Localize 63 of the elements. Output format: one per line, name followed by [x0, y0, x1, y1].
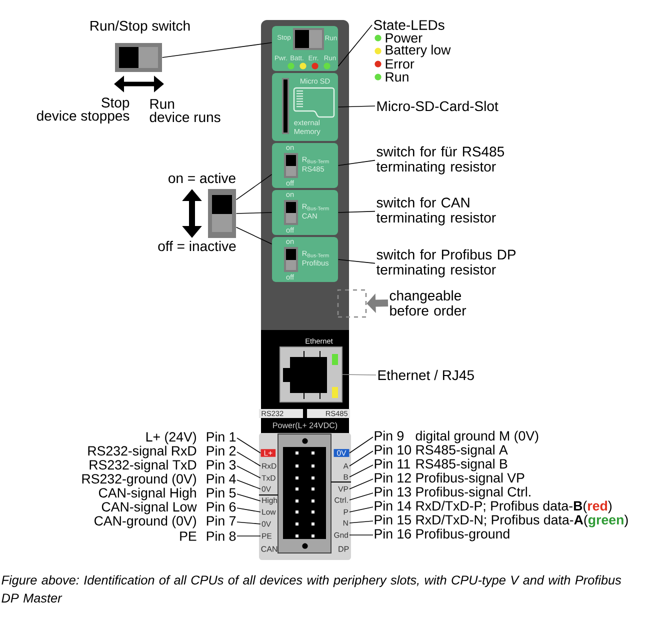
callout-label: Micro-SD-Card-Slot — [377, 100, 498, 112]
connector-label: DP — [338, 546, 349, 552]
leader-line — [349, 450, 374, 466]
leader-line — [236, 522, 261, 524]
leader-line — [338, 106, 376, 108]
legend-label: Battery low — [386, 44, 451, 58]
legend-label: Power — [386, 33, 422, 43]
switch-state-label: on = active — [168, 172, 236, 184]
leader-line — [236, 466, 261, 478]
leader-line — [338, 210, 376, 213]
pin-description: Pin 15 RxD/TxD-N; Profibus data-A(green) — [374, 514, 628, 528]
leader-line — [349, 436, 374, 454]
leader-line — [236, 212, 272, 214]
callout-label: changeable before order — [390, 290, 466, 316]
callout-label: switch for Profibus DP terminating resistor — [376, 249, 516, 278]
connector-label: Power(L+ 24VDC) — [273, 422, 338, 430]
callout-label: Ethernet / RJ45 — [378, 370, 474, 380]
leader-line — [236, 494, 261, 502]
pin-description: L+ (24V) Pin 1 — [146, 432, 236, 444]
leader-line — [349, 478, 374, 490]
heading: Run/Stop switch — [90, 20, 190, 34]
leader-line — [338, 160, 376, 166]
leader-line — [342, 374, 376, 376]
leader-line — [236, 174, 272, 200]
pin-description: CAN-signal High Pin 5 — [98, 488, 236, 500]
leader-line — [236, 480, 261, 490]
pin-description: Pin 13 Profibus-signal Ctrl. — [374, 486, 530, 500]
leader-line — [349, 520, 374, 524]
leader-line — [236, 226, 272, 244]
legend-label: Error — [386, 59, 414, 69]
leader-line — [236, 438, 261, 454]
pin-description: Pin 16 Profibus-ground — [374, 528, 510, 542]
pin-description: RS232-signal TxD Pin 3 — [90, 460, 236, 472]
leader-line — [349, 506, 374, 512]
leader-line — [349, 464, 374, 478]
callout-label: switch for für RS485 terminating resistor — [376, 146, 504, 174]
pin-description: Pin 12 Profibus-signal VP — [374, 472, 524, 486]
dashed-frame — [337, 289, 367, 318]
pin-description: Pin 11 RS485-signal B — [374, 458, 508, 472]
pin-description: RS232-signal RxD Pin 2 — [88, 446, 236, 458]
callout-label: State-LEDs — [374, 20, 444, 30]
switch-position-label: device stoppes — [36, 110, 130, 124]
legend-label: Run — [386, 72, 408, 82]
connector-label: CAN — [261, 546, 278, 552]
callout-label: switch for CAN terminating resistor — [376, 197, 496, 226]
pin-description: CAN-signal Low Pin 6 — [102, 502, 236, 514]
pin-description: CAN-ground (0V) Pin 7 — [94, 516, 236, 528]
leader-line — [349, 492, 374, 500]
caption: Figure above: Identification of all CPUs of all devices with periphery slots, with CPU-type V and with Profibus DP Master — [2, 575, 622, 603]
leader-line — [338, 259, 376, 264]
leader-line — [349, 534, 374, 536]
pin-description: Pin 10 RS485-signal A — [374, 444, 508, 458]
leader-line — [236, 508, 261, 512]
pin-description: Pin 14 RxD/TxD-P; Profibus data-B(red) — [374, 500, 612, 514]
switch-position-label: Run — [150, 99, 174, 109]
pin-description: Pin 9 digital ground M (0V) — [374, 430, 538, 444]
leader-line — [162, 42, 272, 58]
pin-description: RS232-ground (0V) Pin 4 — [82, 474, 236, 486]
switch-position-label: device runs — [150, 112, 220, 122]
switch-state-label: off = inactive — [158, 240, 236, 252]
leader-line — [236, 452, 261, 466]
switch-position-label: Stop — [102, 98, 130, 110]
pin-description: PE Pin 8 — [180, 531, 236, 541]
